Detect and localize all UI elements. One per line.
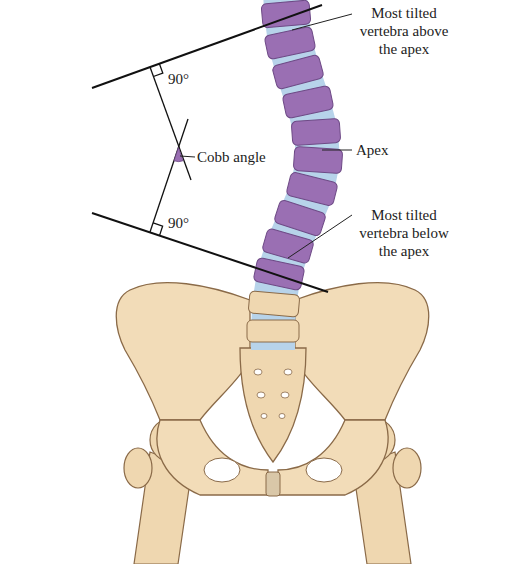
- vertebra: [253, 257, 305, 290]
- vertebra: [264, 26, 316, 59]
- callout-label: Most tilted vertebra below the apex: [350, 206, 458, 260]
- ilium: [295, 283, 429, 420]
- sacrum: [240, 348, 306, 462]
- endplate-line: [92, 5, 322, 88]
- leader-line: [322, 150, 352, 151]
- sacral-foramen: [257, 392, 265, 398]
- leader-line: [292, 14, 352, 30]
- sacral-foramen: [261, 414, 267, 419]
- sacral-foramen: [279, 414, 285, 419]
- pubic-symphysis: [266, 472, 280, 496]
- right-angle-mark: [153, 223, 162, 236]
- pubis: [157, 420, 268, 495]
- leader-line: [288, 215, 352, 258]
- angle-value: 90°: [168, 214, 208, 232]
- sacral-foramen: [284, 369, 292, 375]
- obturator-foramen: [306, 458, 342, 482]
- angle-value: 90°: [168, 70, 208, 88]
- sacral-foramen: [281, 392, 289, 398]
- lumbar-vertebra: [247, 320, 299, 342]
- callout-label: Most tilted vertebra above the apex: [350, 4, 458, 58]
- callout-label: Cobb angle: [197, 148, 287, 166]
- trochanter: [124, 448, 152, 488]
- vertebra: [291, 118, 341, 145]
- right-angle-mark: [153, 64, 162, 77]
- vertebra: [282, 85, 334, 118]
- cobb-angle-wedge: [174, 148, 183, 162]
- ilium: [116, 283, 250, 420]
- endplate-line: [92, 213, 328, 292]
- vertebra: [272, 54, 325, 90]
- vertebra: [286, 172, 338, 207]
- obturator-foramen: [204, 458, 240, 482]
- sacral-foramen: [254, 369, 262, 375]
- leader-line: [180, 156, 195, 157]
- callout-label: Apex: [356, 141, 416, 159]
- pubis: [278, 420, 388, 495]
- trochanter: [393, 448, 421, 488]
- lumbar-vertebra: [248, 291, 300, 317]
